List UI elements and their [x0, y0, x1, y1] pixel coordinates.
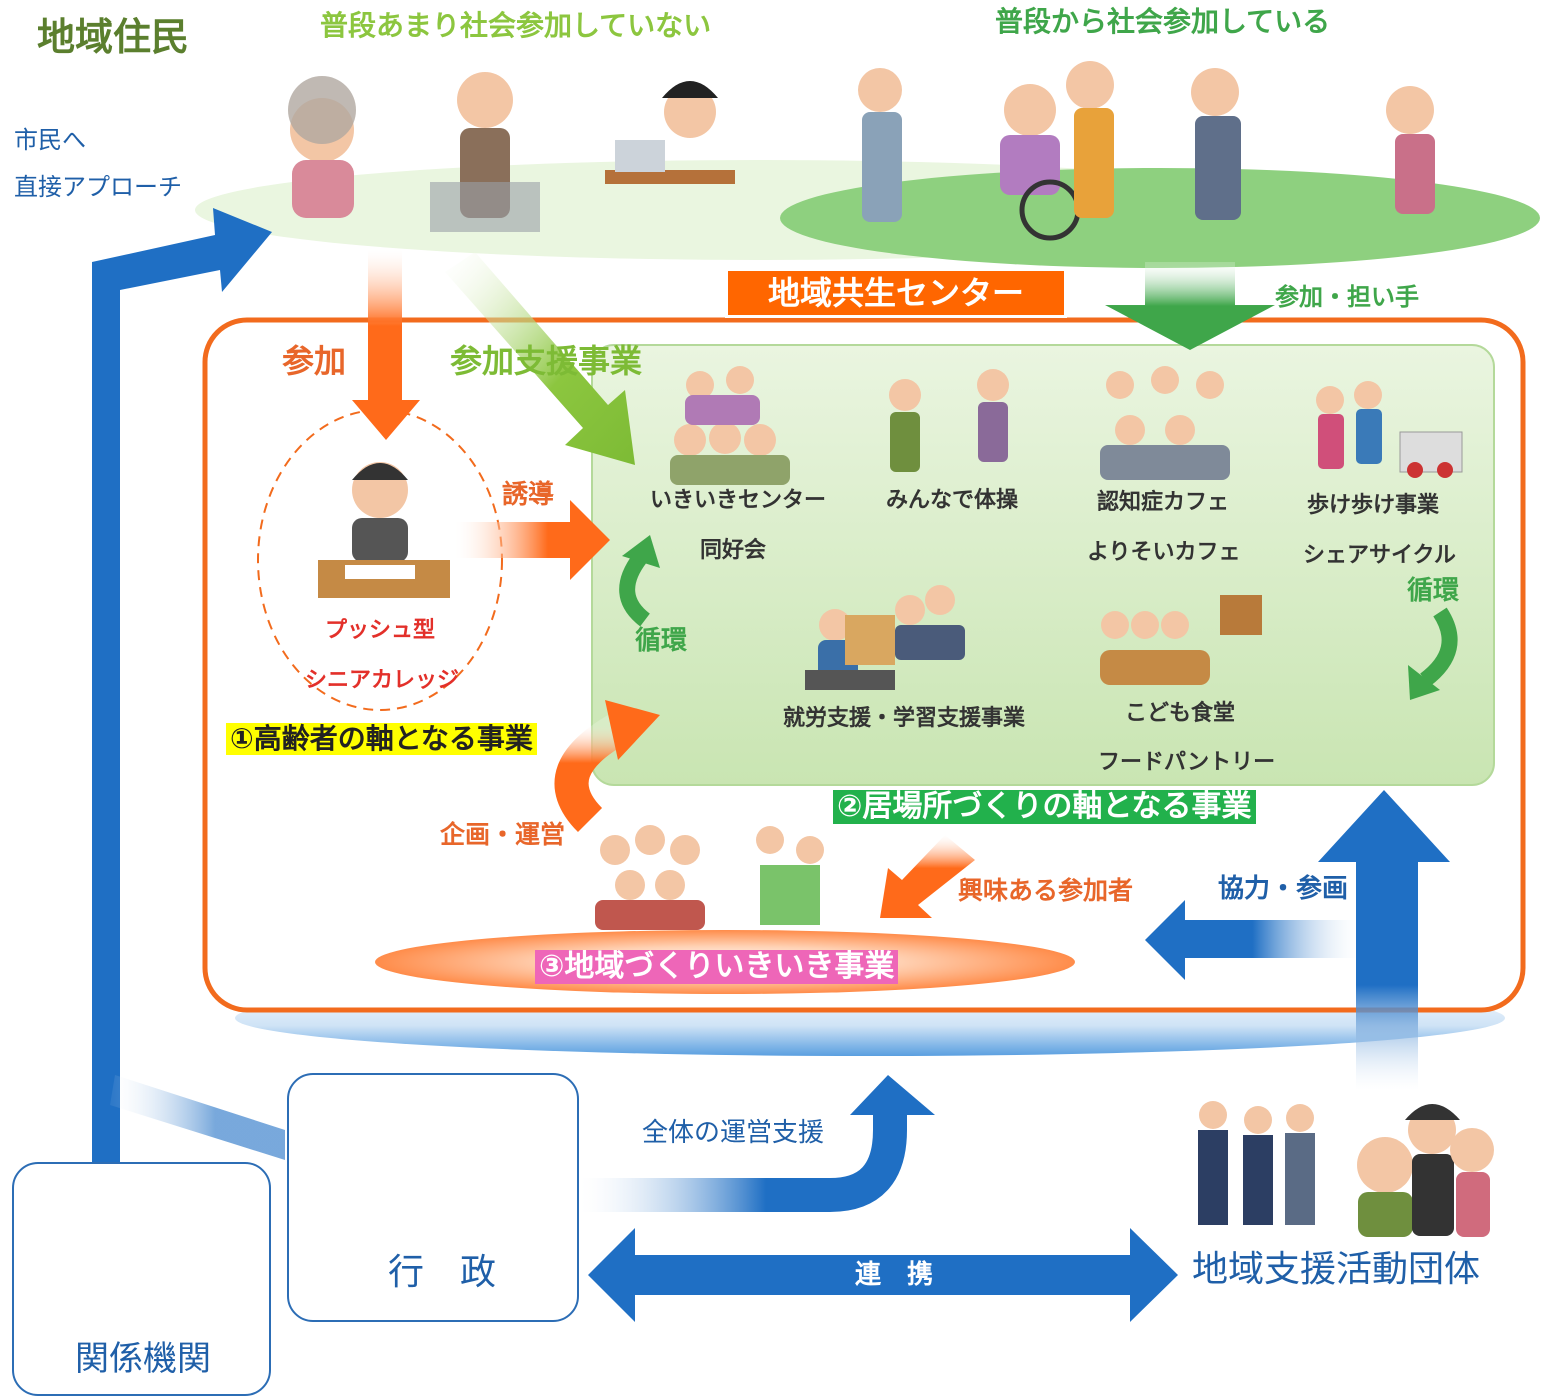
cycle-arrow-right [1419, 607, 1458, 687]
cycle-arrow-left [619, 553, 651, 627]
program-ikiiki-line2: 同好会 [700, 538, 767, 563]
link-arrow [588, 1228, 1178, 1322]
participation-arrow [352, 250, 420, 440]
program-kids-cafeteria-line1: こども食堂 [1125, 701, 1236, 726]
interested-arrow [880, 835, 975, 918]
senior-college-label: シニアカレッジ [305, 668, 460, 693]
planning-arrow [554, 709, 634, 833]
cycle-label-right: 循環 [1407, 576, 1460, 606]
cooperation-label: 協力・参画 [1218, 874, 1349, 904]
support-groups-label: 地域支援活動団体 [1192, 1249, 1481, 1290]
participating-label: 普段から社会参加している [995, 5, 1331, 38]
cooperation-arrow-left [1145, 900, 1360, 980]
related-orgs-box [12, 1162, 271, 1396]
planning-label: 企画・運営 [440, 820, 566, 849]
support-groups-up-arrow [1318, 790, 1450, 1090]
not-participating-label: 普段あまり社会参加していない [320, 9, 712, 42]
guidance-arrow [455, 500, 610, 580]
student-illustration [318, 462, 450, 598]
cycle-label-left: 循環 [635, 626, 688, 656]
push-type-ellipse [257, 409, 503, 711]
participation-support-label: 参加支援事業 [450, 342, 643, 380]
program-walking-line1: 歩け歩け事業 [1307, 493, 1440, 518]
helpers-arrow [1105, 262, 1275, 350]
guidance-label: 誘導 [502, 480, 555, 510]
program-dementia-cafe-line1: 認知症カフェ [1097, 490, 1230, 515]
resident-illustrations [288, 61, 1435, 241]
program-dementia-cafe-line2: よりそいカフェ [1087, 540, 1241, 565]
program-ikiiki-line1: いきいきセンター [650, 488, 827, 513]
direct-approach-arrow [92, 208, 272, 1180]
participation-support-arrow [445, 252, 635, 465]
axis-community-label: ③地域づくりいきいき事業 [535, 950, 899, 984]
program-walking-line2: シェアサイクル [1303, 543, 1456, 568]
program-exercise-line1: みんなで体操 [886, 488, 1019, 513]
residents-title: 地域住民 [37, 15, 190, 59]
admin-label: 行 政 [388, 1252, 497, 1293]
direct-approach-line1: 市民へ [14, 126, 86, 154]
overall-support-label: 全体の運営支援 [642, 1118, 825, 1148]
resident-ground-green [780, 168, 1540, 268]
participation-label: 参加 [282, 342, 347, 380]
program-employment-line1: 就労支援・学習支援事業 [783, 706, 1026, 731]
overall-support-arrow [580, 1110, 907, 1212]
program-kids-cafeteria-line2: フードパントリー [1098, 750, 1276, 775]
center-title: 地域共生センター [725, 268, 1068, 318]
link-label: 連 携 [855, 1260, 934, 1290]
program-illustrations [595, 366, 1463, 930]
axis-place-label: ②居場所づくりの軸となる事業 [833, 790, 1256, 824]
city-hall-sign: 市役所 [328, 1104, 382, 1125]
related-orgs-label: 関係機関 [75, 1339, 211, 1379]
push-type-label: プッシュ型 [325, 618, 436, 643]
helpers-label: 参加・担い手 [1275, 283, 1419, 311]
admin-to-arrow-fade [110, 1075, 285, 1160]
axis-elderly-label: ①高齢者の軸となる事業 [226, 723, 537, 755]
interested-label: 興味ある参加者 [958, 876, 1134, 905]
direct-approach-line2: 直接アプローチ [14, 173, 182, 201]
admin-box [287, 1073, 579, 1322]
